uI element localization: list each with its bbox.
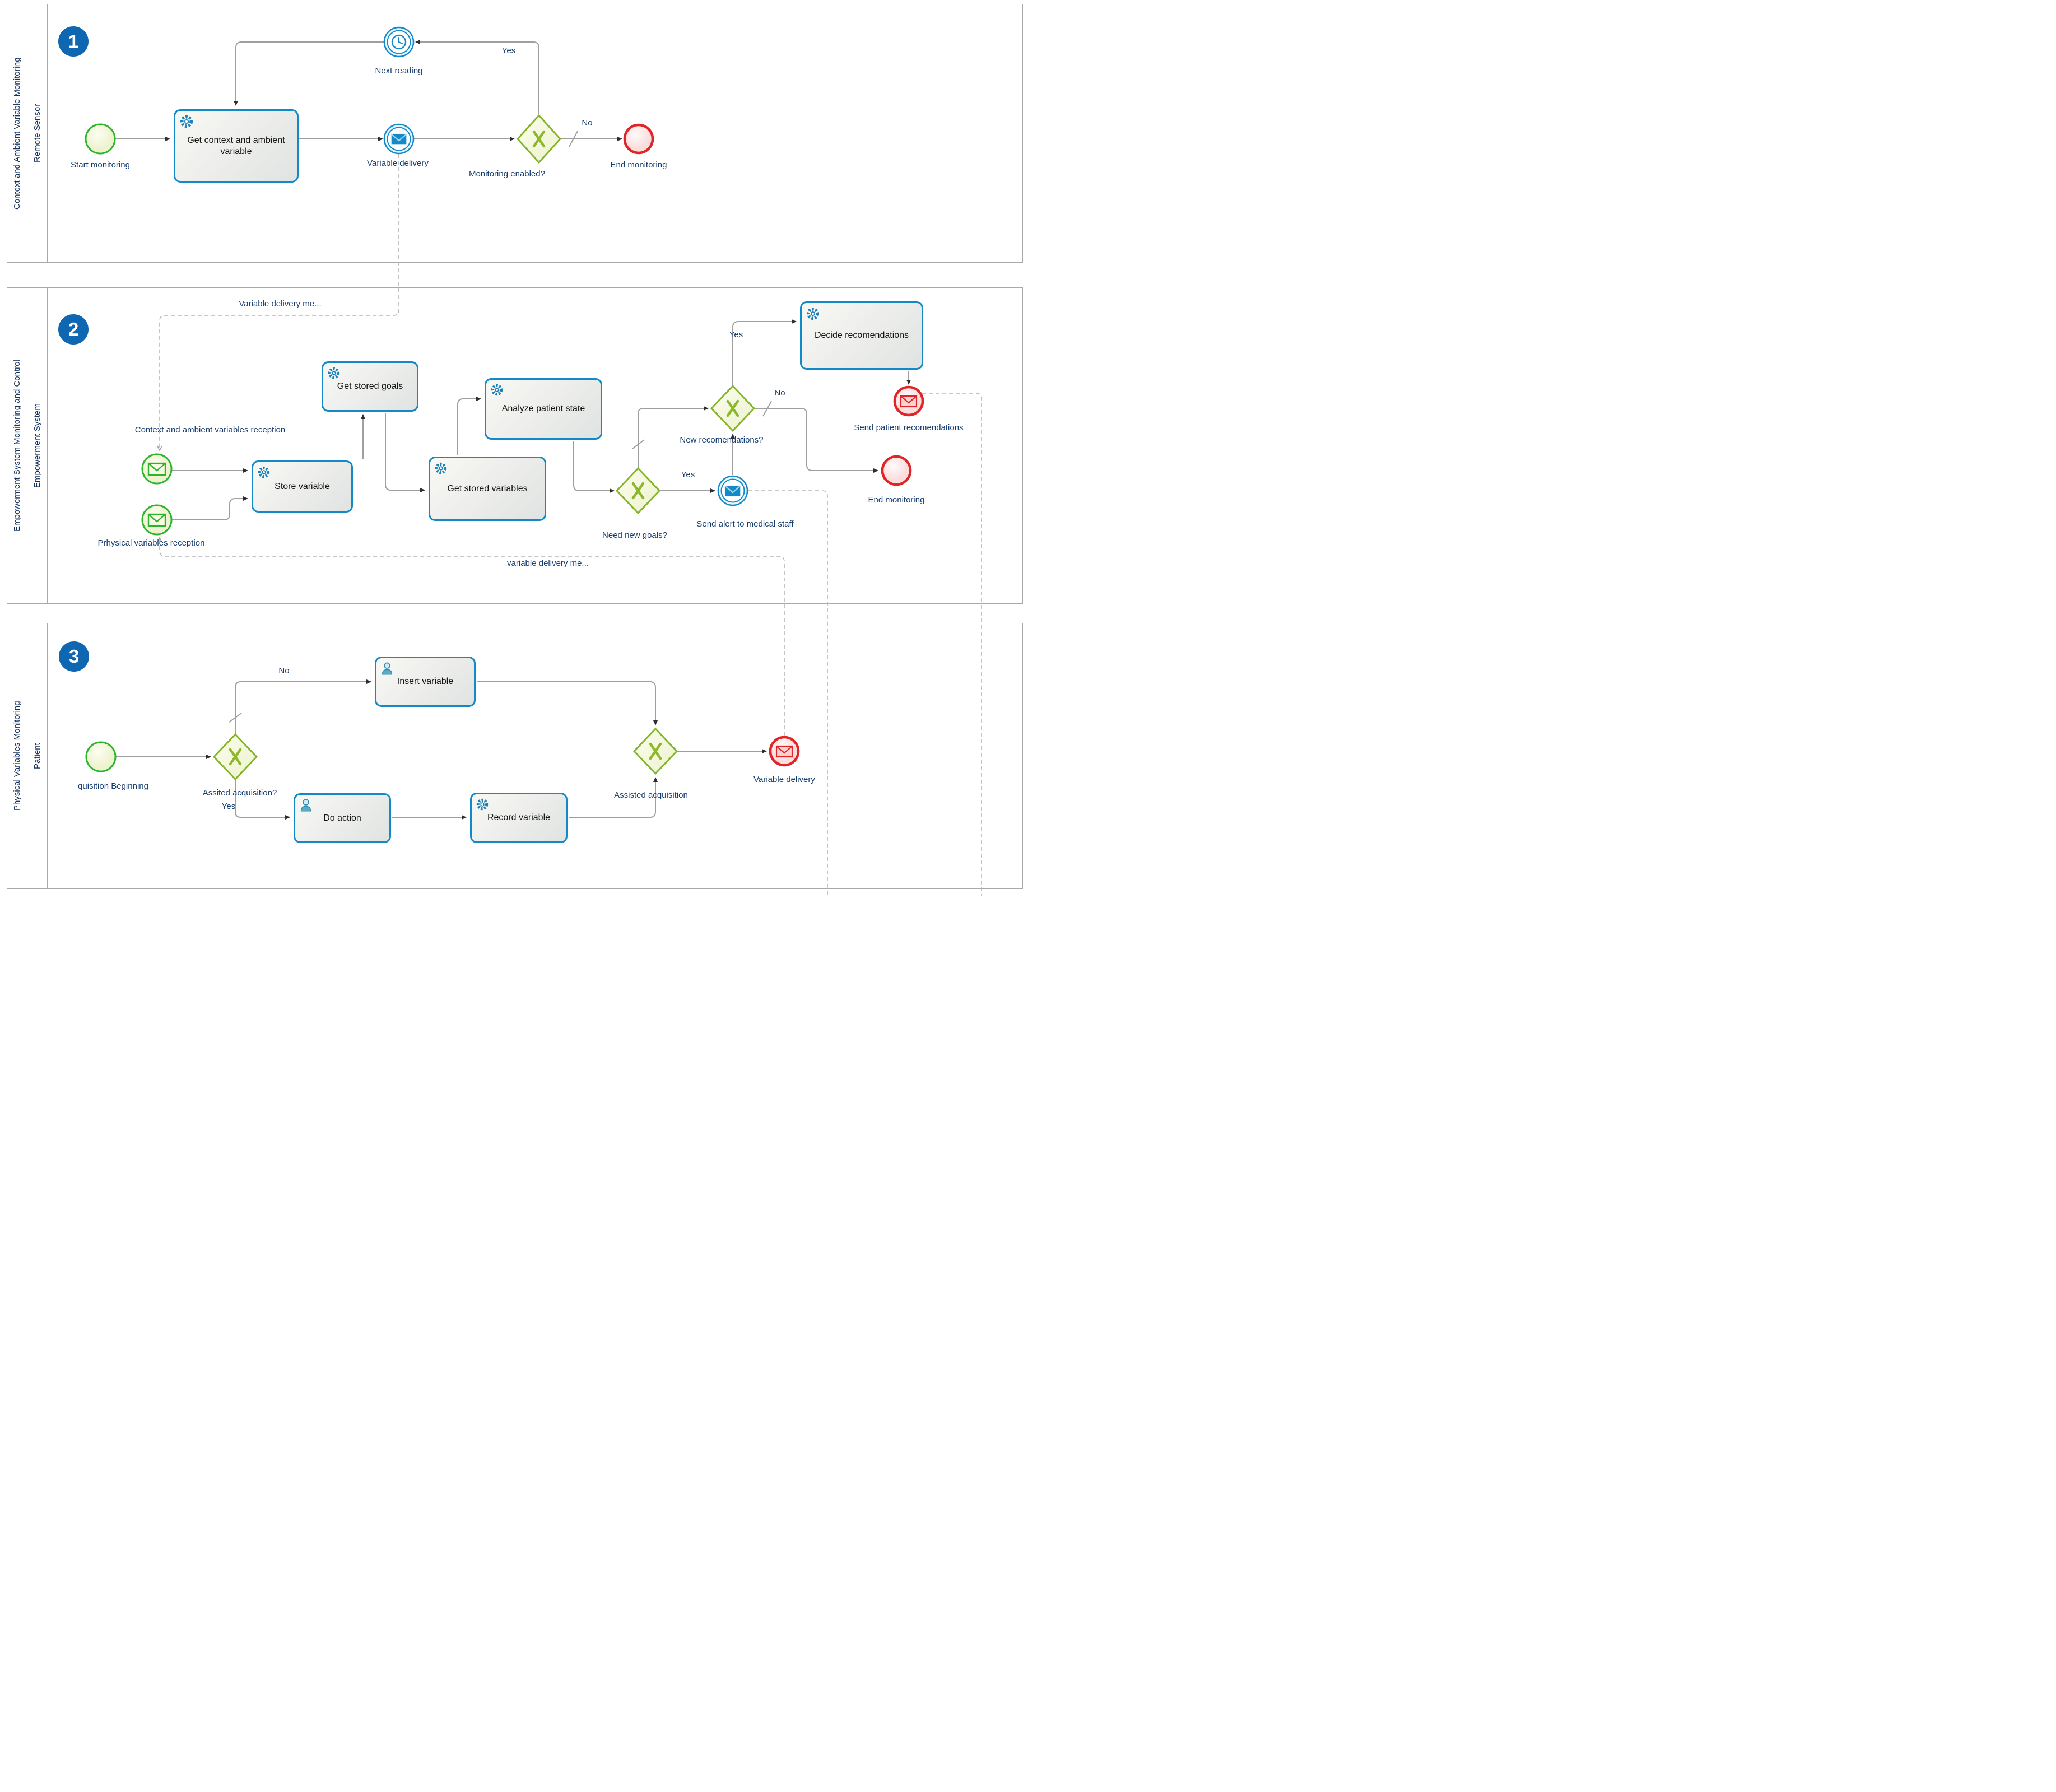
envelope-icon — [147, 513, 166, 527]
label-context-ambient-reception: Context and ambient variables reception — [134, 425, 286, 435]
label-end-monitoring-2: End monitoring — [868, 495, 925, 505]
label-send-alert: Send alert to medical staff — [696, 519, 794, 529]
task-do-action: Do action — [294, 793, 391, 843]
gateway-assited-acquisition — [212, 733, 258, 781]
lane-remote-sensor: Remote Sensor — [27, 4, 48, 262]
task-decide-recomendations: Decide recomendations — [800, 301, 923, 370]
task-label: Analyze patient state — [501, 404, 585, 413]
sequence-flows-pool1 — [115, 40, 622, 147]
task-label: Insert variable — [397, 677, 454, 686]
label-assited-acquisition: Assited acquisition? — [202, 788, 277, 798]
message-event-send-alert — [717, 475, 748, 506]
envelope-icon — [900, 395, 918, 408]
gear-icon — [476, 798, 489, 811]
x-icon — [649, 742, 662, 760]
x-icon — [532, 130, 546, 148]
badge-2: 2 — [58, 314, 89, 345]
label-monitoring-enabled: Monitoring enabled? — [469, 169, 545, 179]
pool-physical-variables: Physical Variables Monitoring Patient — [7, 623, 1023, 889]
label-yes-1: Yes — [501, 46, 516, 55]
gateway-monitoring-enabled — [516, 114, 562, 164]
task-analyze-patient-state: Analyze patient state — [485, 378, 602, 440]
label-new-recomendations: New recomendations? — [680, 435, 764, 445]
gateway-need-new-goals — [615, 467, 661, 515]
label-yes-goals: Yes — [681, 470, 695, 480]
end-event-end-monitoring-1 — [623, 123, 654, 155]
sequence-flows-pool2 — [172, 319, 911, 520]
task-label: Do action — [323, 813, 361, 823]
message-event-variable-delivery — [383, 123, 415, 155]
timer-event-next-reading — [383, 26, 415, 58]
end-event-end-monitoring-2 — [881, 455, 912, 486]
message-start-context-ambient-reception — [141, 453, 173, 485]
label-yes-reco: Yes — [729, 330, 743, 339]
task-label: Store variable — [275, 481, 330, 491]
label-assisted-acquisition-merge: Assisted acquisition — [614, 790, 688, 800]
label-no-reco: No — [774, 388, 785, 398]
envelope-icon — [724, 485, 741, 497]
task-insert-variable: Insert variable — [375, 657, 476, 707]
task-get-stored-variables: Get stored variables — [429, 457, 546, 521]
start-event-start-monitoring — [85, 123, 116, 155]
diagram-shapes-layer — [85, 26, 982, 896]
task-label: Get stored goals — [337, 381, 403, 391]
task-get-stored-goals: Get stored goals — [322, 361, 418, 412]
task-label: Get context and ambient variable — [187, 135, 285, 156]
label-msgflow-variable-delivery-in: Variable delivery me... — [239, 299, 322, 309]
envelope-icon — [775, 745, 793, 758]
sequence-flows-pool3 — [116, 679, 767, 820]
start-event-acquisition-beginning — [85, 741, 117, 772]
label-need-new-goals: Need new goals? — [602, 530, 667, 540]
task-label: Record variable — [487, 813, 551, 822]
envelope-icon — [390, 133, 407, 145]
label-variable-delivery-1: Variable delivery — [367, 159, 429, 168]
label-acquisition-beginning: quisition Beginning — [78, 781, 148, 791]
gear-icon — [328, 367, 340, 379]
x-icon — [229, 748, 242, 766]
lane-patient: Patient — [27, 623, 48, 888]
label-no-3: No — [278, 666, 290, 676]
task-store-variable: Store variable — [252, 460, 353, 513]
gear-icon — [180, 115, 193, 128]
badge-3: 3 — [59, 641, 89, 672]
bpmn-diagram: Context and Ambient Variable Monitoring … — [0, 0, 1028, 896]
message-start-physical-reception — [141, 504, 173, 536]
gear-icon — [258, 466, 270, 478]
x-icon — [631, 482, 645, 500]
label-variable-delivery-3: Variable delivery — [753, 775, 815, 784]
pool-2-label-band: Empowerment System Monitoring and Contro… — [7, 288, 27, 603]
message-end-send-patient-recomendations — [893, 385, 924, 417]
user-icon — [300, 799, 311, 812]
pool-3-label-band: Physical Variables Monitoring — [7, 623, 27, 888]
task-label: Get stored variables — [447, 483, 528, 494]
gear-icon — [435, 462, 447, 474]
pool-1-label-band: Context and Ambient Variable Monitoring — [7, 4, 27, 262]
label-send-patient-recomendations: Send patient recomendations — [854, 423, 964, 432]
badge-1: 1 — [58, 26, 89, 57]
label-next-reading: Next reading — [375, 66, 423, 76]
lane-empowerment-system: Empowerment System — [27, 288, 48, 603]
task-get-context-ambient-variable: Get context and ambient variable — [174, 109, 299, 183]
task-record-variable: Record variable — [470, 793, 568, 843]
gear-icon — [806, 307, 820, 320]
message-flows — [160, 154, 982, 896]
envelope-icon — [147, 462, 166, 476]
gear-icon — [491, 384, 503, 396]
clock-icon — [391, 34, 407, 50]
label-no-1: No — [582, 118, 593, 128]
label-end-monitoring-1: End monitoring — [610, 160, 667, 170]
x-icon — [726, 399, 739, 417]
gateway-assisted-acquisition-merge — [632, 727, 678, 775]
message-end-variable-delivery — [769, 736, 800, 767]
gateway-new-recomendations — [710, 384, 756, 432]
label-msgflow-variable-delivery-out: variable delivery me... — [507, 558, 589, 568]
user-icon — [382, 662, 393, 675]
label-yes-3: Yes — [221, 802, 236, 811]
task-label: Decide recomendations — [814, 331, 909, 340]
label-physical-reception: Prhysical variables reception — [97, 538, 205, 548]
label-start-monitoring: Start monitoring — [71, 160, 130, 170]
